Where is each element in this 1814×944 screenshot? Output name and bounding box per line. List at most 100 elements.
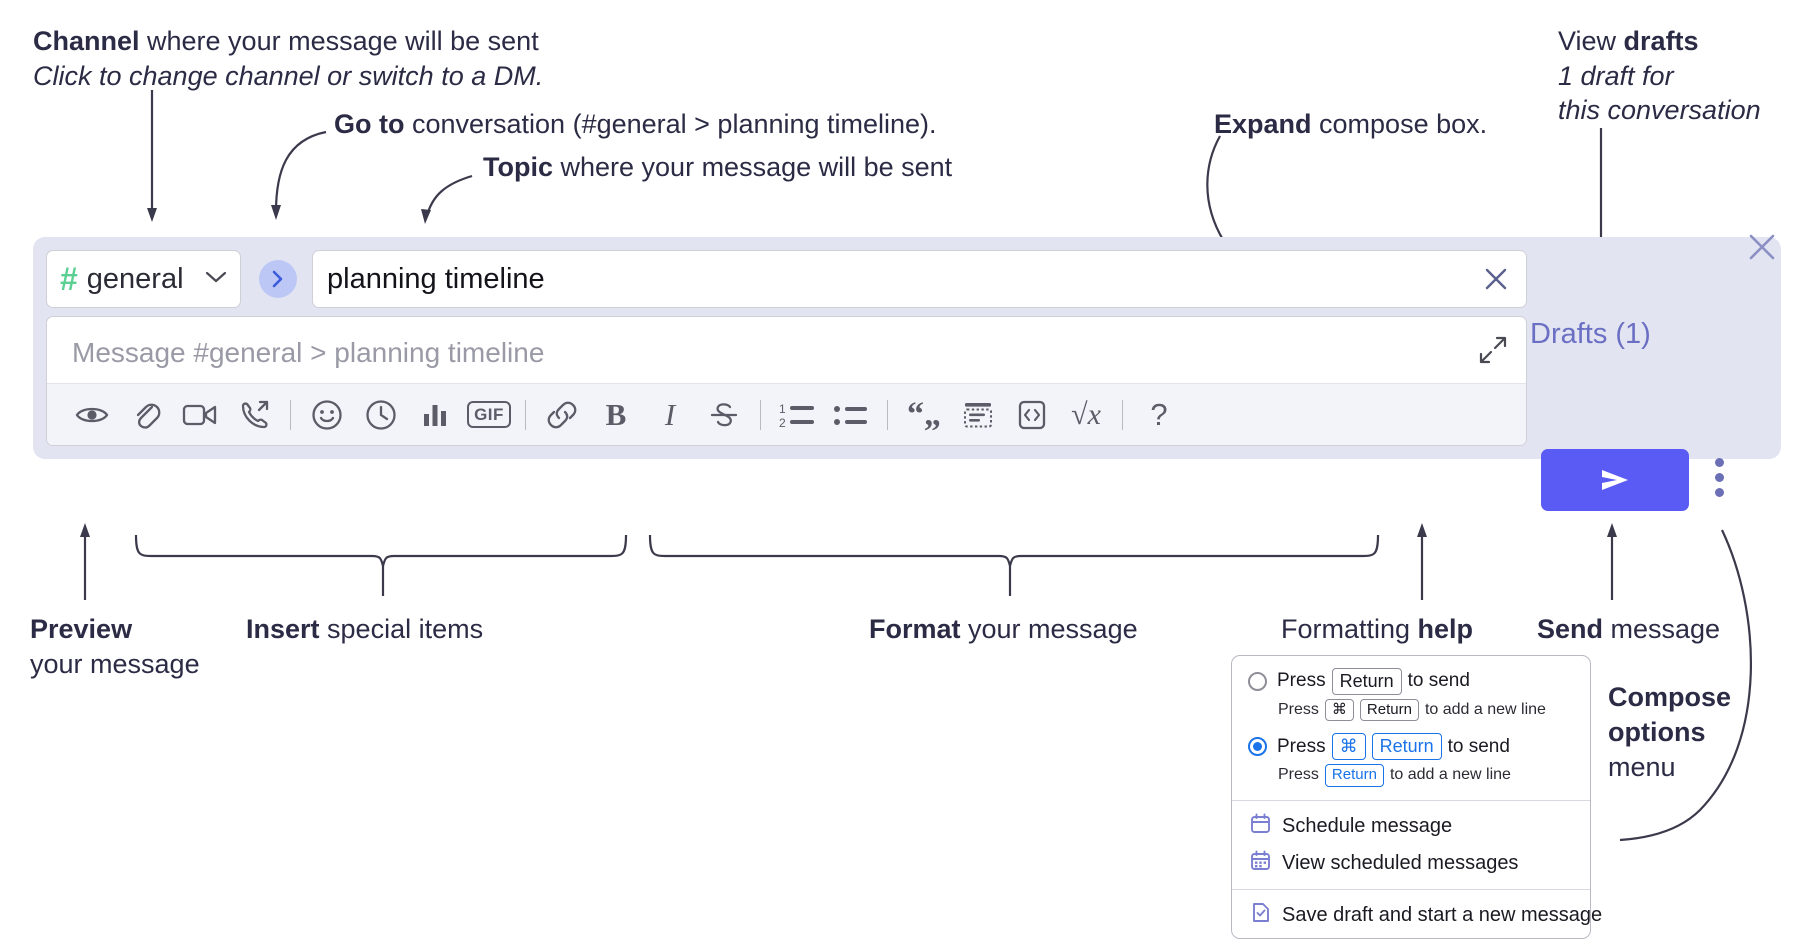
menu-item-label: View scheduled messages (1282, 851, 1519, 874)
menu-option-cmd-return-sub: Press Return to add a new line (1232, 762, 1590, 793)
menu-item-label: Schedule message (1282, 814, 1453, 837)
annotation-topic: Topic where your message will be sent (483, 150, 952, 185)
annotation-send-bold: Send (1537, 614, 1604, 644)
close-icon[interactable] (1480, 263, 1512, 295)
key-command: ⌘ (1324, 698, 1354, 722)
strikethrough-icon[interactable] (697, 392, 751, 438)
annotation-drafts-line2: 1 draft for (1558, 60, 1674, 91)
menu-item-label: Save draft and start a new message (1282, 903, 1603, 926)
option1-press: Press (1277, 670, 1326, 692)
annotation-drafts-bold: drafts (1623, 26, 1699, 56)
channel-name-label: general (86, 262, 184, 295)
option1-sub-tail: to add a new line (1424, 700, 1546, 718)
close-compose-icon[interactable] (1743, 228, 1781, 271)
compose-options-menu: Press Return to send Press ⌘ Return to a… (1231, 655, 1602, 939)
gif-icon[interactable]: GIF (462, 392, 516, 438)
option2-tail: to send (1447, 735, 1510, 757)
radio-selected[interactable] (1248, 737, 1267, 756)
italic-label: I (664, 396, 676, 432)
call-icon[interactable] (227, 392, 281, 438)
annotation-format-rest: your message (960, 614, 1138, 644)
code-block-icon[interactable] (951, 392, 1005, 438)
annotation-drafts-line3: this conversation (1558, 95, 1761, 126)
radio-unselected[interactable] (1248, 671, 1267, 691)
annotation-help-rest: Formatting (1281, 614, 1418, 644)
math-icon[interactable]: √x (1059, 392, 1113, 438)
send-button[interactable] (1541, 449, 1689, 511)
annotation-insert-bold: Insert (246, 614, 320, 644)
draft-check-icon (1250, 902, 1271, 929)
annotation-topic-rest: where your message will be sent (553, 152, 953, 182)
compose-header-row: # general planning timeline (46, 250, 1527, 308)
video-icon[interactable] (173, 392, 227, 438)
menu-item-view-scheduled-messages[interactable]: View scheduled messages (1232, 845, 1590, 882)
kebab-dot (1715, 473, 1724, 482)
menu-divider (1232, 888, 1590, 890)
toolbar-divider (760, 399, 761, 430)
attachment-icon[interactable] (119, 392, 173, 438)
clock-icon[interactable] (354, 392, 408, 438)
annotation-channel-bold: Channel (33, 26, 140, 56)
option1-tail: to send (1407, 670, 1470, 692)
compose-options-button[interactable] (1715, 458, 1724, 497)
annotation-compose-options: Compose options menu (1608, 680, 1731, 785)
emoji-icon[interactable] (300, 392, 354, 438)
annotation-send: Send message (1537, 612, 1720, 647)
menu-item-save-draft[interactable]: Save draft and start a new message (1232, 897, 1602, 934)
option2-sub-press: Press (1278, 766, 1319, 784)
menu-option-cmd-return-to-send[interactable]: Press ⌘ Return to send (1232, 727, 1590, 762)
preview-icon[interactable] (65, 392, 119, 438)
annotation-drafts: View drafts 1 draft for this conversatio… (1558, 24, 1761, 128)
expand-icon[interactable] (1478, 335, 1508, 370)
annotation-channel-rest: where your message will be sent (139, 26, 539, 56)
bold-icon[interactable]: B (589, 392, 643, 438)
menu-option-return-sub: Press ⌘ Return to add a new line (1232, 697, 1590, 728)
topic-input[interactable]: planning timeline (312, 250, 1527, 308)
channel-selector[interactable]: # general (46, 250, 241, 308)
bold-label: B (605, 396, 627, 432)
toolbar-divider (887, 399, 888, 430)
bullet-list-icon[interactable] (824, 392, 878, 438)
goto-conversation-button[interactable] (259, 260, 297, 298)
annotation-channel-italic: Click to change channel or switch to a D… (33, 60, 544, 91)
annotation-insert-rest: special items (319, 614, 484, 644)
compose-main-area: # general planning timeline M (46, 250, 1527, 446)
menu-divider (1232, 799, 1590, 801)
formatting-toolbar: GIF B I (47, 383, 1526, 445)
blockquote-icon[interactable]: “„ (897, 392, 951, 438)
drafts-link[interactable]: Drafts (1) (1530, 318, 1651, 350)
link-icon[interactable] (535, 392, 589, 438)
annotation-goto-rest: conversation (#general > planning timeli… (404, 109, 937, 139)
annotation-insert: Insert special items (246, 612, 483, 647)
inline-code-icon[interactable] (1005, 392, 1059, 438)
annotation-topic-bold: Topic (483, 152, 553, 182)
calendar-icon (1250, 813, 1271, 840)
key-return: Return (1371, 733, 1442, 760)
poll-icon[interactable] (408, 392, 462, 438)
annotation-preview-line2: your message (30, 648, 200, 679)
annotation-compose-options-line1: Compose (1608, 682, 1732, 712)
annotation-drafts-pre: View (1558, 26, 1624, 56)
message-placeholder: Message #general > planning timeline (72, 337, 545, 368)
menu-option-return-to-send[interactable]: Press Return to send (1232, 662, 1590, 697)
menu-item-schedule-message[interactable]: Schedule message (1232, 808, 1590, 845)
annotation-help-bold: help (1417, 614, 1474, 644)
kebab-dot (1715, 488, 1724, 497)
calendar-grid-icon (1250, 850, 1271, 877)
key-return: Return (1324, 763, 1384, 787)
annotation-goto: Go to conversation (#general > planning … (334, 107, 937, 142)
option2-sub-tail: to add a new line (1389, 766, 1511, 784)
key-return: Return (1359, 698, 1419, 722)
kebab-dot (1715, 458, 1724, 467)
annotation-formatting-help: Formatting help (1281, 612, 1473, 647)
italic-icon[interactable]: I (643, 392, 697, 438)
message-input-box[interactable]: Message #general > planning timeline (46, 316, 1527, 446)
topic-value: planning timeline (327, 262, 545, 295)
annotation-preview-line1: Preview (30, 614, 133, 644)
formatting-help-icon[interactable]: ? (1132, 392, 1186, 438)
annotation-preview: Preview your message (30, 612, 200, 681)
annotation-channel: Channel where your message will be sent … (33, 24, 543, 93)
math-label: √x (1071, 397, 1101, 431)
key-return: Return (1331, 668, 1402, 695)
